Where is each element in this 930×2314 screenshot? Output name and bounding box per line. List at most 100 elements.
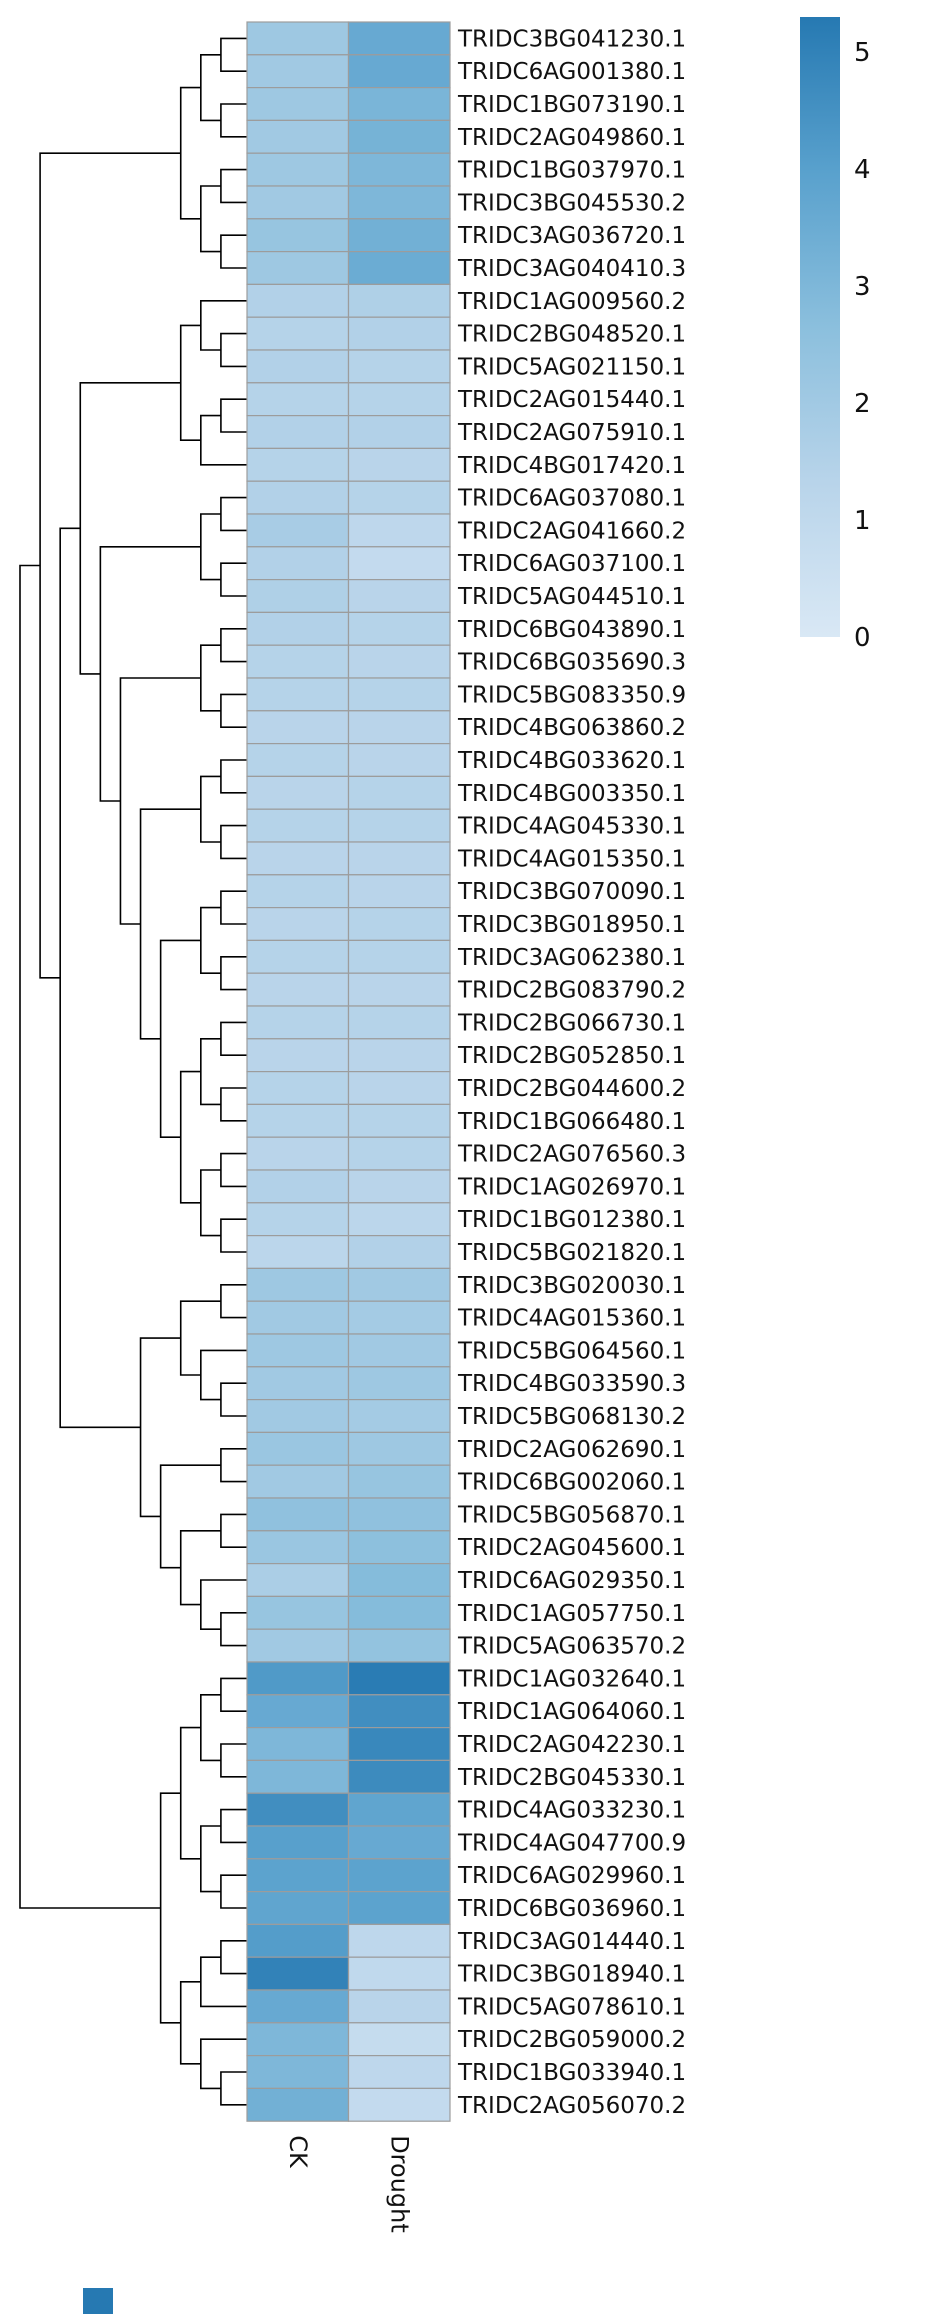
dendrogram-link — [159, 939, 201, 1138]
heatmap-cell — [246, 447, 350, 482]
dendrogram-link — [200, 1349, 247, 1401]
heatmap-cell — [347, 2022, 451, 2057]
heatmap-cell — [347, 1595, 451, 1630]
dendrogram-link — [220, 890, 247, 925]
row-label: TRIDC3AG036720.1 — [457, 223, 686, 249]
heatmap-cell — [246, 611, 350, 646]
heatmap-cell — [246, 152, 350, 187]
heatmap-cell — [246, 415, 350, 450]
heatmap-cell — [246, 185, 350, 220]
dendrogram-link — [220, 1874, 247, 1909]
colorbar-tick-label: 5 — [854, 38, 871, 68]
row-label: TRIDC4BG003350.1 — [457, 781, 686, 807]
row-label: TRIDC3BG041230.1 — [457, 26, 686, 52]
row-label: TRIDC1AG032640.1 — [457, 1666, 686, 1692]
heatmap-cell — [246, 742, 350, 777]
heatmap-cell — [347, 1562, 451, 1597]
dendrogram-link — [179, 1530, 221, 1606]
dendrogram-link — [220, 956, 247, 991]
dendrogram-link — [200, 644, 221, 712]
heatmap-cell — [347, 1234, 451, 1269]
dendrogram-link — [179, 86, 201, 220]
heatmap-cell — [347, 1300, 451, 1335]
heatmap-cell — [246, 841, 350, 876]
row-label: TRIDC2AG045600.1 — [457, 1535, 686, 1561]
dendrogram-link — [179, 1726, 201, 1860]
heatmap-cell — [246, 1333, 350, 1368]
dendrogram-link — [200, 1169, 221, 1237]
dendrogram-link — [220, 1218, 247, 1253]
heatmap-cell — [246, 1070, 350, 1105]
row-label: TRIDC4BG033620.1 — [457, 748, 686, 774]
dendrogram-link — [220, 1448, 247, 1483]
dendrogram-link — [220, 1513, 247, 1548]
heatmap-cell — [246, 119, 350, 154]
heatmap-cell — [347, 972, 451, 1007]
heatmap-cell — [347, 808, 451, 843]
heatmap-cell — [347, 1923, 451, 1958]
heatmap-cell — [347, 447, 451, 482]
dendrogram-link — [220, 2071, 247, 2106]
heatmap-cell — [347, 710, 451, 745]
row-label: TRIDC1BG066480.1 — [457, 1109, 686, 1135]
heatmap-cell — [347, 1759, 451, 1794]
dendrogram-link — [220, 37, 247, 72]
heatmap-cell — [246, 1923, 350, 1958]
heatmap-cell — [246, 939, 350, 974]
heatmap-cell — [246, 251, 350, 286]
dendrogram-link — [220, 1808, 247, 1844]
row-label: TRIDC3BG070090.1 — [457, 879, 686, 905]
dendrogram-link — [220, 693, 247, 728]
heatmap-cell — [246, 1136, 350, 1171]
heatmap-cell — [246, 546, 350, 581]
heatmap-cell — [347, 1431, 451, 1466]
heatmap-cell — [246, 2022, 350, 2057]
heatmap-cell — [347, 1136, 451, 1171]
heatmap-cell — [246, 644, 350, 679]
dendrogram-link — [220, 1021, 247, 1056]
dendrogram-link — [220, 332, 247, 368]
heatmap-cell — [246, 874, 350, 909]
heatmap-cell — [347, 742, 451, 777]
heatmap-cell — [246, 710, 350, 745]
heatmap-cell — [246, 54, 350, 89]
heatmap-cell — [246, 1825, 350, 1860]
dendrogram-link — [220, 496, 247, 532]
dendrogram-link — [200, 1579, 247, 1630]
row-label: TRIDC4BG017420.1 — [457, 453, 686, 479]
dendrogram-link — [220, 1743, 247, 1778]
dendrogram-link — [200, 54, 221, 122]
dendrogram-link — [99, 546, 201, 802]
heatmap-cell — [246, 86, 350, 121]
colorbar-tick-label: 1 — [854, 506, 871, 536]
heatmap-cell — [347, 513, 451, 548]
heatmap-cell — [246, 1890, 350, 1925]
heatmap-cell — [246, 1300, 350, 1335]
dendrogram-link — [59, 527, 141, 1429]
heatmap-cell — [246, 1366, 350, 1401]
heatmap-cell — [347, 1694, 451, 1729]
heatmap-cell — [347, 54, 451, 89]
row-label: TRIDC5BG083350.9 — [457, 682, 686, 708]
heatmap-cell — [246, 1267, 350, 1302]
dendrogram-link — [179, 1981, 201, 2065]
heatmap-cell — [347, 1103, 451, 1138]
heatmap-cell — [347, 1267, 451, 1302]
row-label: TRIDC4AG033230.1 — [457, 1798, 686, 1824]
heatmap-cell — [246, 1562, 350, 1597]
heatmap-cell — [246, 218, 350, 253]
row-label: TRIDC2BG045330.1 — [457, 1765, 686, 1791]
heatmap-cell — [347, 480, 451, 515]
heatmap-cell — [347, 152, 451, 187]
row-label: TRIDC3BG018950.1 — [457, 912, 686, 938]
heatmap-cell — [246, 1103, 350, 1138]
heatmap-cell — [246, 513, 350, 548]
colorbar-tick-label: 3 — [854, 272, 871, 302]
heatmap-cell — [246, 21, 350, 56]
dendrogram-link — [119, 677, 201, 925]
row-label: TRIDC1AG009560.2 — [457, 289, 686, 315]
heatmap-cell — [246, 382, 350, 417]
heatmap-cell — [246, 1956, 350, 1991]
